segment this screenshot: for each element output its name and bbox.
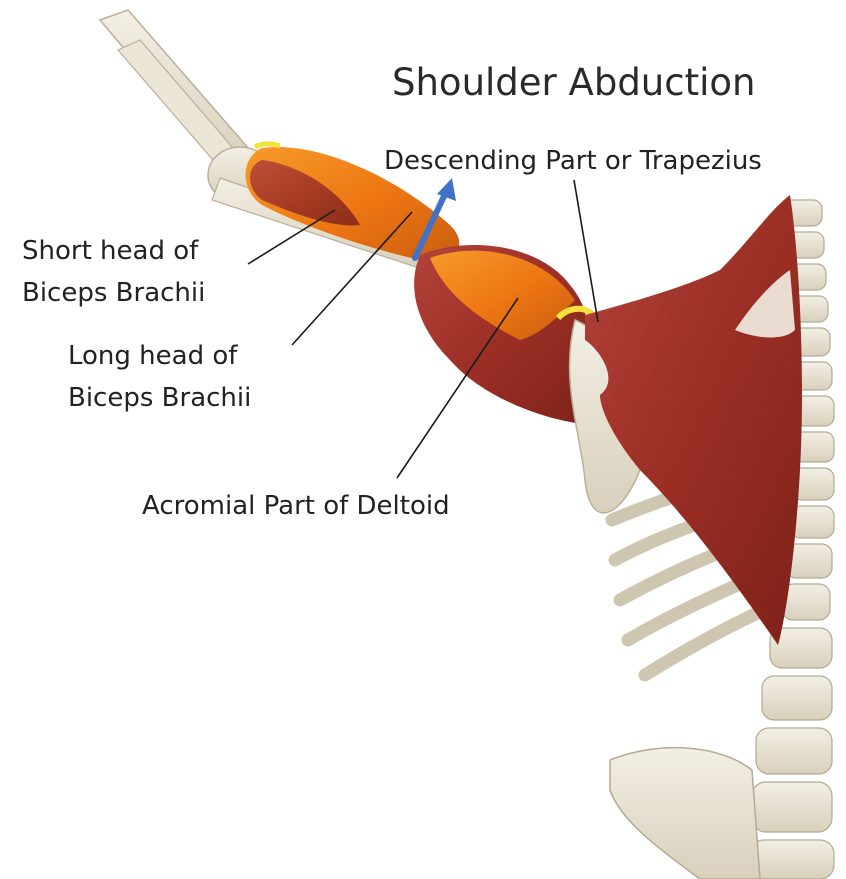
figure-title: Shoulder Abduction xyxy=(392,60,755,106)
label-short-head-line2: Biceps Brachii xyxy=(22,272,205,314)
label-long-head-line1: Long head of xyxy=(68,335,251,377)
label-trapezius: Descending Part or Trapezius xyxy=(384,145,762,178)
label-long-head-line2: Biceps Brachii xyxy=(68,377,251,419)
label-short-head-biceps: Short head of Biceps Brachii xyxy=(22,230,205,314)
label-long-head-biceps: Long head of Biceps Brachii xyxy=(68,335,251,419)
label-deltoid: Acromial Part of Deltoid xyxy=(142,490,450,523)
pelvis-bone xyxy=(610,748,760,879)
label-short-head-line1: Short head of xyxy=(22,230,205,272)
trapezius-muscle xyxy=(585,195,802,645)
